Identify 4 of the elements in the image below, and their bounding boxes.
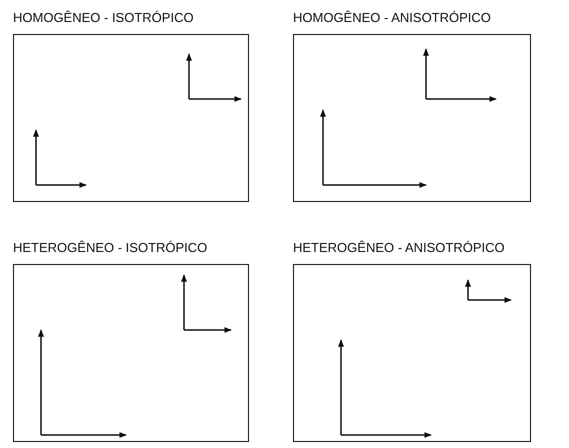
panel-title: HETEROGÊNEO - ANISOTRÓPICO — [293, 240, 505, 255]
panel-title: HETEROGÊNEO - ISOTRÓPICO — [13, 240, 208, 255]
panel-title: HOMOGÊNEO - ISOTRÓPICO — [13, 10, 194, 25]
panel-title: HOMOGÊNEO - ANISOTRÓPICO — [293, 10, 491, 25]
